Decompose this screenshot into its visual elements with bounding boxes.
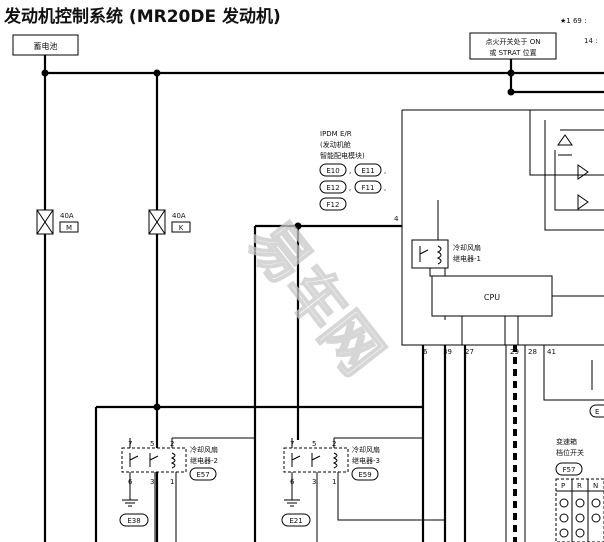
relay-1 [411, 239, 449, 269]
ipdm-connector-list: E10 , E11 , E12 , F11 , F12 [319, 163, 386, 211]
connector-f12: F12 [327, 201, 340, 209]
relay2-pin: 3 [150, 478, 154, 486]
fuse-k [148, 209, 166, 235]
fuse-k-rating: 40A [172, 212, 186, 220]
ignition-line-1: 点火开关处于 ON [486, 37, 541, 46]
junction-dot [507, 88, 515, 96]
relay3-ground-connector [281, 513, 311, 527]
cpu-label: CPU [484, 293, 500, 302]
ipdm-label-3: 智能配电模块) [320, 151, 365, 160]
diode-icon [577, 164, 589, 180]
connector-sep: , [384, 184, 386, 192]
relay2-label-1: 冷却风扇 [190, 445, 218, 454]
connector-e11: E11 [361, 167, 374, 175]
relay2-label-2: 继电器-2 [190, 456, 218, 465]
ipdm-pin: 41 [547, 348, 556, 356]
connector-e10: E10 [326, 167, 339, 175]
ignition-line-2: 或 STRAT 位置 [489, 48, 536, 57]
trans-position: P [561, 482, 565, 490]
ipdm-outline [401, 110, 604, 346]
relay-2 [121, 447, 187, 473]
trans-switch-connector-label: F57 [563, 466, 576, 474]
relay3-label-2: 继电器-3 [352, 456, 380, 465]
trans-switch-label-2: 档位开关 [556, 448, 584, 457]
connector-sep: , [384, 167, 386, 175]
relay1-label-2: 继电器-1 [453, 254, 481, 263]
ipdm-label-2: (发动机舱 [320, 140, 351, 149]
relay3-pin: 5 [312, 440, 316, 448]
relay2-wires [129, 437, 255, 448]
pin-4-label: 4 [394, 215, 399, 223]
diode-icon [557, 134, 573, 146]
connector-sep: , [349, 167, 351, 175]
page-title: 发动机控制系统 (MR20DE 发动机) [4, 7, 281, 27]
ipdm-internal-wires [529, 110, 604, 231]
ground-icon [122, 499, 138, 507]
fuse-m-code-box [59, 221, 79, 233]
note-ref-1: ★1 69 : [560, 17, 586, 25]
trans-position: R [577, 482, 582, 490]
ignition-switch-box [469, 32, 557, 60]
relay2-connector-label: E57 [196, 471, 209, 479]
relay2-pin: 1 [170, 478, 174, 486]
ipdm-label-1: IPDM E/R [320, 130, 352, 138]
trans-switch-connector [555, 462, 583, 476]
relay2-ground-connector [119, 513, 149, 527]
cpu-box [431, 275, 553, 317]
junction-dot [153, 403, 161, 411]
watermark: 易车网 [235, 208, 396, 387]
trans-switch-grid [555, 478, 604, 542]
connector-sep: , [349, 184, 351, 192]
cpu-wires [461, 295, 604, 345]
relay1-label-1: 冷却风扇 [453, 243, 481, 252]
ipdm-pin: 28 [528, 348, 537, 356]
relay3-out-wires [291, 472, 445, 542]
junction-dot [41, 69, 49, 77]
fuse-m [36, 209, 54, 235]
relay3-pin: 3 [312, 478, 316, 486]
fuse-m-code: M [66, 224, 72, 232]
relay3-pin: 1 [332, 478, 336, 486]
partial-connector-label: E [595, 408, 599, 416]
relay3-wires [291, 437, 423, 448]
ipdm-pin: 39 [443, 348, 452, 356]
relay3-ground-label: E21 [289, 517, 302, 525]
note-ref-2: 14 : [584, 37, 598, 45]
relay3-label-1: 冷却风扇 [352, 445, 380, 454]
relay3-connector [351, 467, 379, 481]
relay2-pin: 5 [150, 440, 154, 448]
pin-41-wire [543, 345, 604, 401]
battery-label: 蓄电池 [34, 41, 58, 51]
relay2-connector [189, 467, 217, 481]
trans-switch-label-1: 变速箱 [556, 437, 577, 446]
trans-position: N [593, 482, 598, 490]
partial-connector [589, 404, 604, 418]
connector-e12: E12 [326, 184, 339, 192]
relay-3 [283, 447, 349, 473]
connector-f11: F11 [362, 184, 375, 192]
ipdm-pin: 27 [465, 348, 474, 356]
relay2-ground-label: E38 [127, 517, 140, 525]
ignition-feed-wire [509, 59, 604, 94]
fuse-k-code-box [171, 221, 191, 233]
ipdm-pin: 6 [423, 348, 428, 356]
fuse-m-rating: 40A [60, 212, 74, 220]
ground-icon [284, 499, 300, 507]
relay3-connector-label: E59 [358, 471, 371, 479]
fuse-k-code: K [179, 224, 184, 232]
relay2-out-wires [129, 472, 177, 542]
diode-icon [577, 194, 589, 210]
